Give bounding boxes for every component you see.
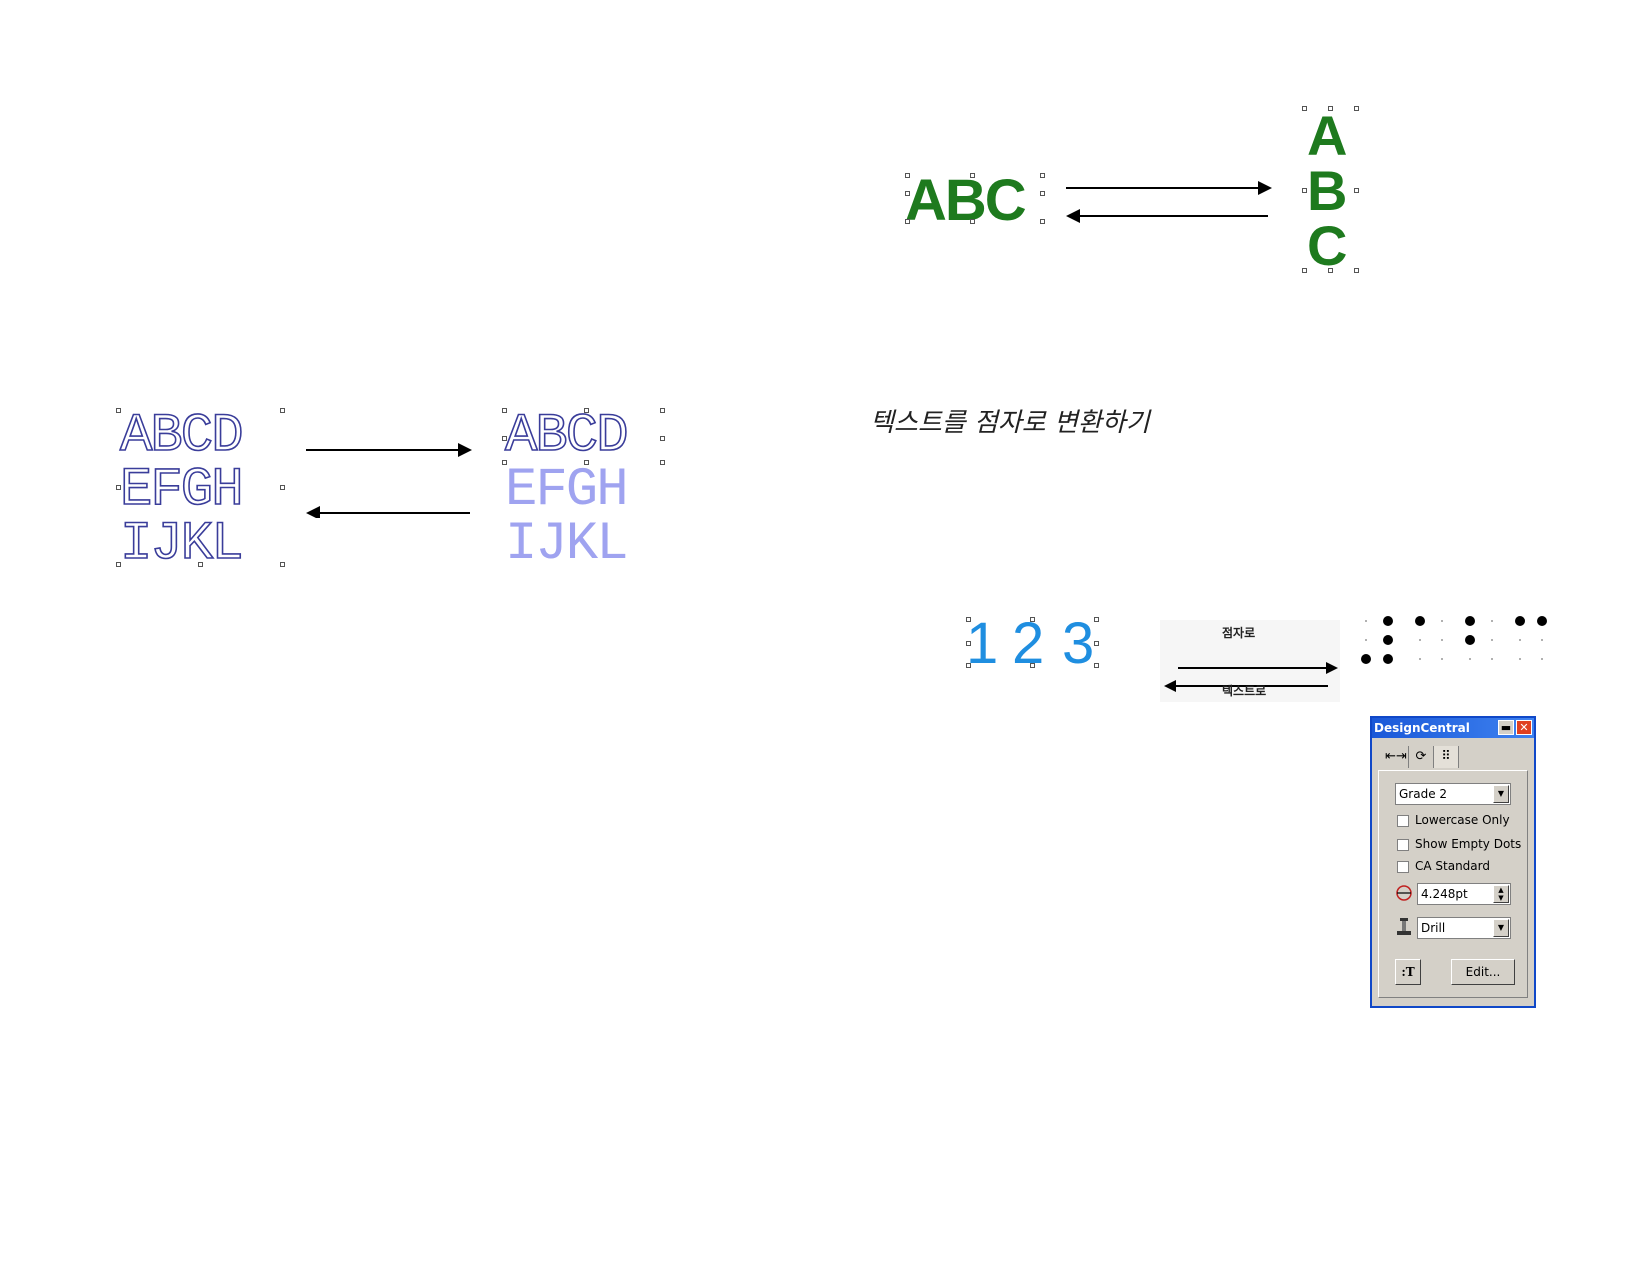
text-line: IJKL [119, 514, 244, 575]
vertical-text-sample[interactable]: A B C [1304, 104, 1356, 277]
tab-braille[interactable]: ⠿ [1434, 746, 1459, 768]
separated-text-sample[interactable]: ABCD EFGH IJKL [504, 406, 675, 575]
checkbox-box[interactable] [1397, 838, 1409, 851]
checkbox-label: Show Empty Dots [1415, 837, 1522, 851]
selection-handle [502, 436, 507, 441]
selection-handle [1328, 268, 1333, 273]
selection-handle [116, 408, 121, 413]
selection-handle [116, 485, 121, 490]
tool-value: Drill [1421, 921, 1446, 935]
dialog-titlebar[interactable]: DesignCentral ▬ ✕ [1372, 718, 1534, 738]
tab-rotate[interactable]: ⟳ [1409, 746, 1434, 768]
braille-arrows [1164, 662, 1338, 692]
spinner-icon[interactable]: ▲▼ [1493, 885, 1509, 903]
text-line: IJKL [505, 514, 629, 575]
selection-handle [1030, 617, 1035, 622]
digit: 1 [966, 611, 999, 676]
selection-handle [198, 562, 203, 567]
selection-handle [1354, 188, 1359, 193]
grouped-text-sample[interactable]: ABCD EFGH IJKL [119, 406, 290, 575]
selection-handle [280, 485, 285, 490]
selection-handle [966, 617, 971, 622]
minimize-button[interactable]: ▬ [1498, 720, 1514, 735]
checkbox-box[interactable] [1397, 860, 1409, 873]
selection-handle [660, 408, 665, 413]
selection-handle [502, 460, 507, 465]
selection-handle [966, 641, 971, 646]
selection-handle [280, 408, 285, 413]
to-text-label: 텍스트로 [1222, 684, 1267, 698]
selection-handle [1040, 191, 1045, 196]
selection-handle [1328, 106, 1333, 111]
braille-settings-panel: Grade 2 ▼ Lowercase Only Show Empty Dots… [1378, 770, 1528, 998]
grade-select[interactable]: Grade 2 ▼ [1395, 783, 1511, 805]
text-line: EFGH [119, 460, 244, 521]
dialog-tabs: ⇤⇥⟳⠿ [1384, 746, 1459, 770]
braille-to-text-button[interactable]: :T [1395, 959, 1421, 985]
selection-handle [905, 173, 910, 178]
vertical-letter: C [1307, 214, 1348, 277]
selection-handle [1094, 641, 1099, 646]
text-icon: :T [1401, 965, 1415, 979]
chevron-down-icon[interactable]: ▼ [1493, 785, 1509, 803]
selection-handle [966, 663, 971, 668]
selection-handle [905, 191, 910, 196]
selection-handle [970, 173, 975, 178]
vertical-letter: A [1307, 104, 1348, 167]
checkbox-box[interactable] [1397, 814, 1409, 827]
selection-handle [1302, 106, 1307, 111]
number-text-sample[interactable]: 1 2 3 [962, 615, 1102, 675]
selection-handle [660, 460, 665, 465]
grade-value: Grade 2 [1399, 787, 1448, 801]
tool-select[interactable]: Drill ▼ [1417, 917, 1511, 939]
edit-button[interactable]: Edit... [1451, 959, 1515, 985]
text-line: ABCD [119, 406, 244, 467]
tab-spacing[interactable]: ⇤⇥ [1384, 746, 1409, 768]
edit-label: Edit... [1465, 965, 1501, 979]
chevron-down-icon[interactable]: ▼ [1493, 919, 1509, 937]
conversion-arrows-left [306, 443, 472, 518]
horizontal-text-sample[interactable]: ABC [905, 168, 1045, 233]
dot-size-input[interactable]: 4.248pt ▲▼ [1417, 883, 1511, 905]
tool-icon [1397, 918, 1411, 935]
selection-handle [584, 460, 589, 465]
braille-cells[interactable] [1355, 612, 1555, 664]
selection-handle [660, 436, 665, 441]
dot-size-value: 4.248pt [1421, 887, 1468, 901]
dot-size-icon [1396, 885, 1412, 901]
braille-conversion-panel: 점자로 텍스트로 [1160, 620, 1340, 702]
vertical-letter: B [1307, 159, 1348, 222]
selection-handle [280, 562, 285, 567]
selection-handle [1094, 617, 1099, 622]
selection-handle [1040, 173, 1045, 178]
conversion-arrows-top [1066, 181, 1272, 223]
selection-handle [905, 219, 910, 224]
selection-handle [1094, 663, 1099, 668]
checkbox-label: Lowercase Only [1415, 813, 1510, 827]
selection-handle [970, 219, 975, 224]
to-braille-label: 점자로 [1222, 626, 1256, 640]
digit: 3 [1062, 611, 1095, 676]
horizontal-text: ABC [905, 168, 1027, 233]
selection-handle [1302, 268, 1307, 273]
digit: 2 [1012, 611, 1045, 676]
lowercase-only-checkbox[interactable]: Lowercase Only [1397, 813, 1510, 827]
text-line: ABCD [504, 406, 629, 467]
text-line: EFGH [505, 460, 629, 521]
checkbox-label: CA Standard [1415, 859, 1490, 873]
designcentral-dialog: DesignCentral ▬ ✕ ⇤⇥⟳⠿ Grade 2 ▼ Lowerca… [1370, 716, 1536, 1008]
selection-handle [116, 562, 121, 567]
selection-handle [1354, 268, 1359, 273]
selection-handle [1302, 188, 1307, 193]
section-caption: 텍스트를 점자로 변환하기 [870, 408, 1150, 438]
ca-standard-checkbox[interactable]: CA Standard [1397, 859, 1490, 873]
selection-handle [502, 408, 507, 413]
close-button[interactable]: ✕ [1516, 720, 1532, 735]
selection-handle [584, 408, 589, 413]
selection-handle [1040, 219, 1045, 224]
show-empty-dots-checkbox[interactable]: Show Empty Dots [1397, 837, 1521, 851]
dialog-title: DesignCentral [1374, 721, 1470, 735]
selection-handle [1354, 106, 1359, 111]
selection-handle [1030, 663, 1035, 668]
